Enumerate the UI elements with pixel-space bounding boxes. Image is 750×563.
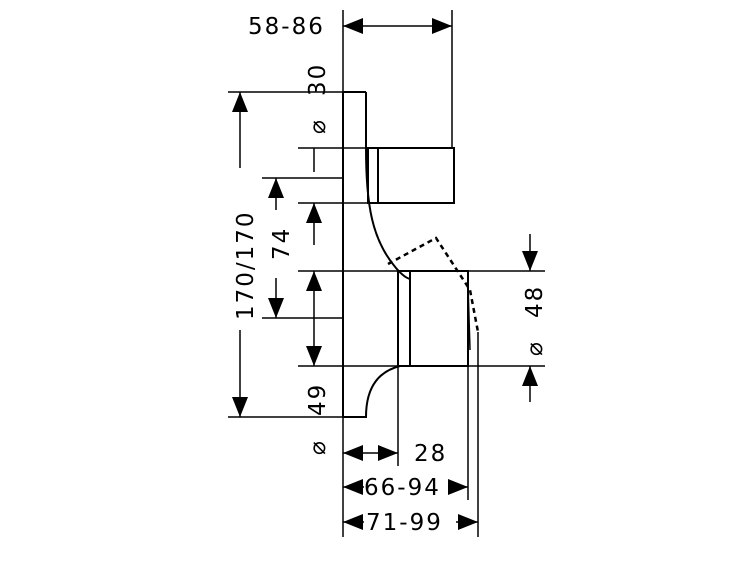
arrow-left: [343, 18, 363, 34]
arrow-left: [343, 479, 363, 495]
label-49: 49: [305, 383, 331, 416]
arrow-bottom: [306, 203, 322, 223]
upper-handle-body: [367, 147, 455, 204]
label-74: 74: [269, 227, 295, 260]
label-bg: [364, 509, 456, 535]
lower-handle-face: [467, 284, 471, 351]
mixer-outline: [342, 91, 480, 418]
arrow-right: [458, 514, 478, 530]
label-bg: [364, 474, 448, 500]
upper-handle: [367, 147, 455, 204]
rotated-handle-outline: [387, 236, 480, 333]
dimension-handle-diameter: 48 ⌀: [468, 234, 548, 402]
diameter-icon: ⌀: [522, 340, 548, 356]
arrow-top: [232, 92, 248, 112]
dimension-rosette-top: 30 ⌀: [298, 63, 368, 245]
dimension-depth-total-1: 66-94: [343, 474, 468, 501]
dimension-depth-handle: 28: [343, 441, 447, 467]
arrow-top: [522, 251, 538, 271]
label-28: 28: [414, 441, 447, 467]
arrow-top: [268, 178, 284, 198]
label-30: 30: [305, 63, 331, 96]
arrow-right: [378, 445, 398, 461]
arrow-right: [432, 18, 452, 34]
dimension-spacing: 74: [262, 177, 343, 319]
dimension-rosette-bottom: 49 ⌀: [298, 270, 398, 455]
label-48: 48: [522, 285, 548, 318]
label-66-94: 66-94: [364, 475, 441, 501]
label-71-99: 71-99: [366, 510, 443, 536]
body-profile-upper: [365, 92, 411, 280]
dimension-projection: 58-86: [248, 10, 453, 148]
lower-handle: [397, 270, 471, 367]
arrow-bottom: [232, 397, 248, 417]
arrow-bottom: [306, 346, 322, 366]
diameter-icon: ⌀: [305, 118, 331, 134]
arrow-bottom: [268, 298, 284, 318]
label-58-86: 58-86: [248, 14, 325, 40]
arrow-left: [343, 445, 363, 461]
dimension-depth-total-2: 71-99: [343, 509, 478, 536]
arrow-right: [448, 479, 468, 495]
diameter-icon: ⌀: [305, 439, 331, 455]
body-profile-lower: [343, 365, 410, 418]
arrow-bottom: [522, 366, 538, 386]
arrow-top: [306, 271, 322, 291]
label-170-170: 170/170: [233, 210, 259, 320]
dimension-total-height: 170/170: [228, 91, 343, 418]
arrow-left: [343, 514, 363, 530]
lower-handle-body: [397, 270, 469, 367]
